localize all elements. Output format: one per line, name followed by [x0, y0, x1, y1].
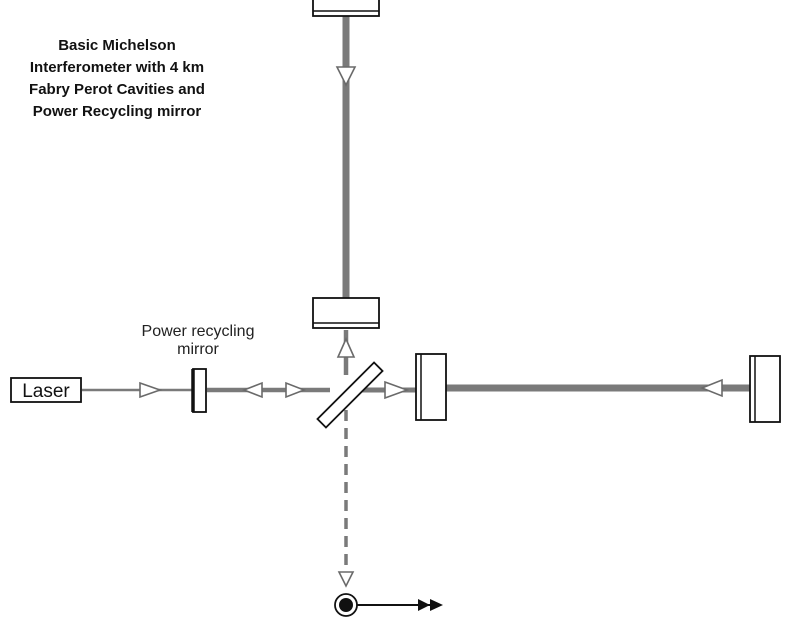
photodetector	[334, 593, 358, 617]
signal-output-arrow	[357, 599, 443, 611]
inline-input-test-mass	[415, 353, 447, 421]
perpendicular-end-test-mass	[312, 0, 380, 17]
arrow-perp-etm-down	[335, 66, 357, 87]
inline-end-test-mass	[749, 355, 781, 423]
laser-label: Laser	[22, 381, 70, 402]
title-line-3: Fabry Perot Cavities and	[29, 81, 205, 98]
arrow-laser-to-prm	[139, 381, 163, 399]
power-recycling-mirror-label-line2: mirror	[177, 341, 219, 358]
perpendicular-input-test-mass	[312, 297, 380, 329]
title-line-2: Interferometer with 4 km	[30, 59, 204, 76]
laser-box: Laser	[10, 377, 82, 403]
power-recycling-mirror-label-line1: Power recycling	[142, 323, 255, 340]
title-line-4: Power Recycling mirror	[33, 103, 202, 120]
title-line-1: Basic Michelson	[58, 37, 176, 54]
arrow-bs-to-inline-itm	[384, 380, 410, 400]
beam-splitter	[316, 361, 384, 429]
diagram-title: Basic Michelson Interferometer with 4 km…	[29, 37, 205, 120]
arrow-bs-to-perp-itm	[336, 337, 356, 358]
arrow-output-to-detector	[337, 571, 355, 588]
power-recycling-mirror	[191, 368, 207, 413]
arrow-prm-to-bs-right	[285, 381, 307, 399]
arrow-prm-to-bs-left	[241, 381, 263, 399]
arrow-inline-etm-return	[699, 378, 723, 398]
